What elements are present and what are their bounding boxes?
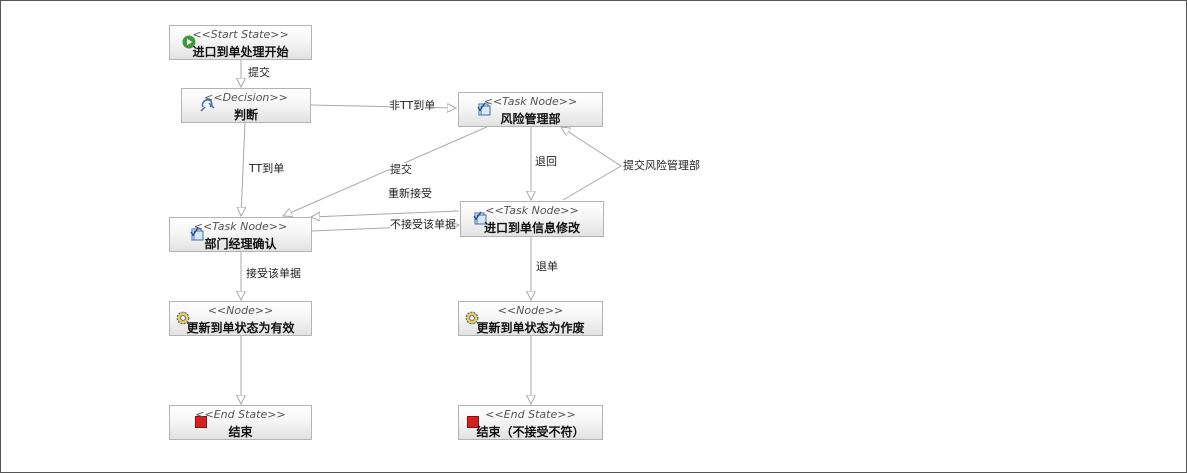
node-manager-confirm[interactable]: <<Task Node>> 部门经理确认: [169, 217, 312, 252]
node-stereotype: <<Node>>: [207, 304, 274, 317]
task-icon: [473, 211, 487, 225]
node-title: 更新到单状态为有效: [186, 321, 295, 335]
node-title: 更新到单状态为作废: [476, 321, 585, 335]
edge-risk-manager[interactable]: [283, 125, 490, 216]
node-title: 风险管理部: [500, 112, 561, 126]
edge-label-tt: TT到单: [249, 162, 285, 175]
node-title: 结束（不接受不符）: [476, 425, 585, 439]
decision-icon: [200, 99, 215, 112]
node-update-valid[interactable]: <<Node>> 更新到单状态为有效: [169, 301, 312, 336]
edge-label-submit: 提交: [248, 66, 270, 79]
node-risk-management[interactable]: <<Task Node>> 风险管理部: [458, 92, 603, 127]
node-stereotype: <<Start State>>: [192, 28, 289, 41]
node-info-modify[interactable]: <<Task Node>> 进口到单信息修改: [460, 201, 604, 237]
gear-icon: [176, 311, 190, 325]
node-title: 结束: [228, 425, 253, 439]
edge-modify-risk[interactable]: [561, 127, 622, 201]
node-stereotype: <<Task Node>>: [483, 95, 578, 108]
node-title: 进口到单处理开始: [192, 45, 289, 59]
node-title: 判断: [233, 108, 258, 122]
edge-decision-manager[interactable]: [241, 121, 245, 216]
node-end-reject[interactable]: <<End State>> 结束（不接受不符）: [458, 405, 603, 440]
node-end[interactable]: <<End State>> 结束: [169, 405, 312, 440]
task-icon: [190, 227, 204, 241]
node-stereotype: <<Node>>: [497, 304, 564, 317]
node-stereotype: <<Decision>>: [204, 91, 288, 104]
edge-label-return: 退回: [535, 155, 557, 168]
edge-label-accept: 接受该单据: [246, 267, 301, 280]
edge-label-non-tt: 非TT到单: [389, 99, 436, 112]
stop-icon: [467, 416, 479, 428]
edge-label-submit-risk: 提交风险管理部: [623, 159, 700, 172]
node-start[interactable]: <<Start State>> 进口到单处理开始: [169, 25, 312, 60]
node-update-void[interactable]: <<Node>> 更新到单状态为作废: [458, 301, 603, 336]
stop-icon: [195, 416, 207, 428]
gear-icon: [465, 311, 479, 325]
node-title: 进口到单信息修改: [483, 221, 580, 235]
play-icon: [182, 35, 196, 49]
node-title: 部门经理确认: [204, 237, 277, 251]
task-icon: [477, 102, 491, 116]
edge-label-withdraw: 退单: [536, 260, 558, 273]
edge-label-reaccept: 重新接受: [388, 187, 432, 200]
edge-label-reject: 不接受该单据: [390, 218, 456, 231]
node-stereotype: <<End State>>: [485, 408, 576, 421]
node-stereotype: <<End State>>: [195, 408, 286, 421]
edge-modify-manager-reaccept[interactable]: [311, 210, 460, 217]
node-decision[interactable]: <<Decision>> 判断: [181, 88, 311, 123]
node-stereotype: <<Task Node>>: [193, 220, 288, 233]
node-stereotype: <<Task Node>>: [485, 204, 579, 217]
edge-label-risk-submit: 提交: [390, 163, 412, 176]
